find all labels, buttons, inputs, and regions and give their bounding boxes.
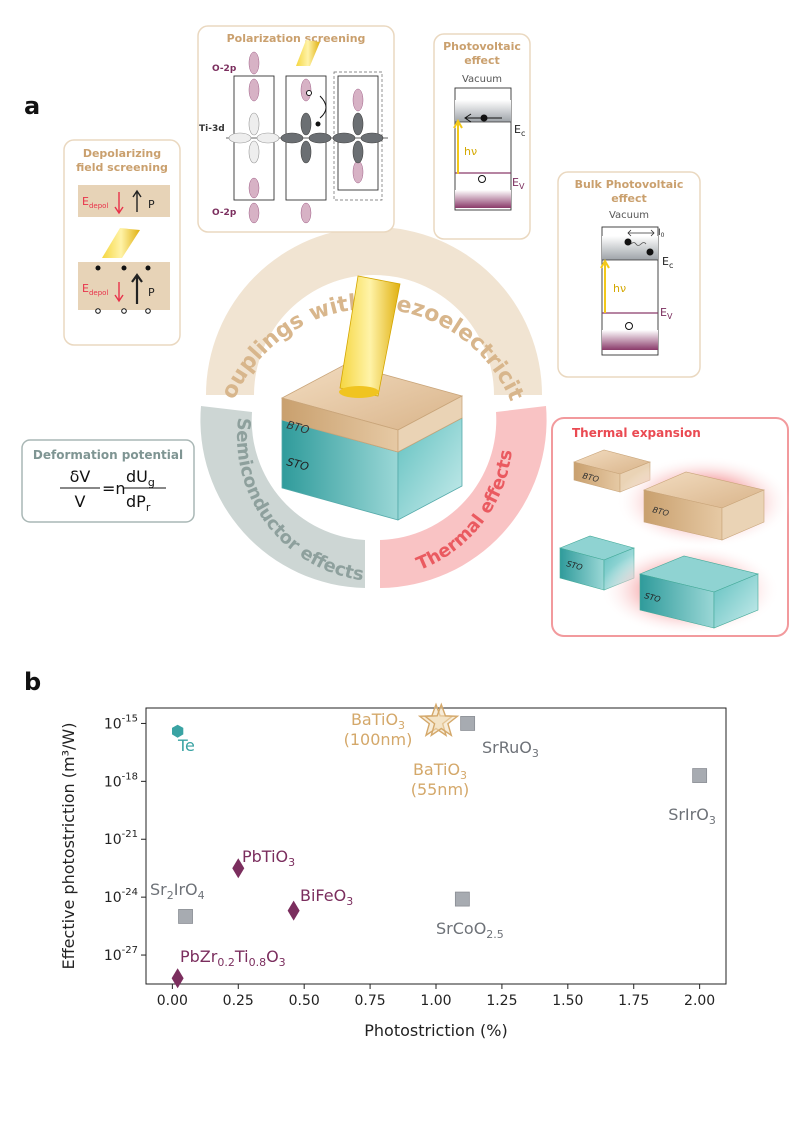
point-label: SrRuO3 — [482, 738, 539, 760]
polarization-box: Polarization screening O-2p O-2p Ti-3d — [197, 25, 395, 233]
photovoltaic-title-2: effect — [464, 54, 500, 67]
x-tick-label: 1.00 — [420, 993, 451, 1009]
deformation-title: Deformation potential — [33, 448, 183, 462]
marker-srruo3 — [460, 716, 476, 731]
y-tick-label: 10-21 — [104, 829, 138, 848]
svg-text:Edepol: Edepol — [82, 282, 108, 297]
point-label: BiFeO3 — [300, 886, 353, 908]
svg-text:Vacuum: Vacuum — [462, 74, 502, 85]
y-tick-label: 10-18 — [104, 771, 138, 790]
svg-text:I0: I0 — [658, 228, 665, 239]
bto-side — [397, 395, 463, 453]
svg-text:EV: EV — [512, 176, 525, 191]
point-label: Te — [177, 736, 195, 755]
x-tick-label: 1.50 — [552, 993, 583, 1009]
photostriction-chart: 0.00 0.25 0.50 0.75 1.00 1.25 1.50 1.75 2.00 10-… — [59, 702, 727, 1040]
marker-te — [172, 724, 184, 738]
x-tick-label: 0.25 — [223, 993, 254, 1009]
svg-text:STO: STO — [565, 559, 583, 572]
svg-text:BTO: BTO — [651, 505, 669, 518]
svg-text:O-2p: O-2p — [212, 64, 237, 74]
x-ticks: 0.00 0.25 0.50 0.75 1.00 1.25 1.50 1.75 2.00 — [157, 984, 715, 1009]
svg-text:hν: hν — [464, 145, 477, 158]
svg-text:Ti-3d: Ti-3d — [199, 124, 225, 134]
ring-segment-semiconductor — [200, 406, 365, 588]
svg-text:Ec: Ec — [662, 255, 673, 270]
x-tick-label: 0.00 — [157, 993, 188, 1009]
point-label-line2: (100nm) — [344, 730, 413, 749]
depol-light-beam — [102, 228, 140, 258]
ring-segment-thermal — [380, 406, 547, 588]
x-tick-label: 2.00 — [684, 993, 715, 1009]
svg-text:dUg: dUg — [126, 467, 155, 489]
marker-pbtio3 — [232, 858, 245, 879]
svg-text:=n: =n — [102, 479, 126, 498]
x-tick-label: 0.75 — [355, 993, 386, 1009]
point-label: BaTiO3 — [351, 710, 405, 732]
svg-text:STO: STO — [643, 591, 661, 604]
polarization-title: Polarization screening — [227, 32, 366, 45]
x-axis-label: Photostriction (%) — [364, 1021, 508, 1040]
thermal-expansion-title: Thermal expansion — [572, 426, 701, 440]
panel-a-letter: a — [24, 92, 41, 120]
svg-text:δV: δV — [70, 467, 91, 486]
y-tick-label: 10-24 — [104, 887, 138, 906]
x-tick-label: 1.75 — [618, 993, 649, 1009]
photovoltaic-title-1: Photovoltaic — [443, 40, 521, 53]
thermal-expansion-box: Thermal expansion BTO BTO STO STO — [551, 417, 792, 637]
bulk-pv-title-2: effect — [611, 192, 647, 205]
svg-text:V: V — [75, 492, 86, 511]
bto-label: BTO — [285, 418, 311, 437]
bulk-photovoltaic-box: Bulk Photovoltaic effect Vacuum I0 hν Ec… — [557, 171, 701, 378]
point-label: SrCoO2.5 — [436, 919, 504, 941]
svg-text:Ec: Ec — [514, 123, 525, 138]
point-label: BaTiO3 — [413, 760, 467, 782]
svg-text:P: P — [148, 198, 155, 211]
svg-text:Edepol: Edepol — [82, 195, 108, 210]
point-label: Sr2IrO4 — [150, 880, 205, 902]
depolarizing-box: Depolarizing field screening Edepol P Ed… — [63, 139, 181, 346]
svg-text:hν: hν — [613, 282, 626, 295]
marker-batio3-55nm- — [423, 702, 460, 737]
point-label: PbTiO3 — [242, 847, 295, 869]
sto-label: STO — [285, 455, 310, 473]
y-axis-label: Effective photostriction (m³/W) — [59, 723, 78, 970]
y-ticks: 10-15 10-18 10-21 10-24 10-27 — [104, 713, 146, 964]
y-tick-label: 10-15 — [104, 713, 138, 732]
bulk-pv-title-1: Bulk Photovoltaic — [575, 178, 684, 191]
ring-segment-piezo — [206, 227, 542, 395]
x-tick-label: 0.50 — [289, 993, 320, 1009]
svg-text:P: P — [148, 286, 155, 299]
svg-text:EV: EV — [660, 306, 673, 321]
marker-sr2iro4 — [178, 909, 193, 924]
light-beam-spot — [339, 386, 379, 398]
point-label: PbZr0.2Ti0.8O3 — [180, 947, 286, 969]
marker-sriro3 — [692, 768, 708, 783]
depolarizing-title-2: field screening — [76, 161, 168, 174]
x-tick-label: 1.25 — [486, 993, 517, 1009]
data-markers — [171, 702, 708, 989]
marker-srcoo2-5 — [454, 891, 470, 907]
marker-pbzr0-2ti0-8o3 — [171, 968, 184, 989]
deformation-box: Deformation potential δV V =n dUg dPr — [21, 439, 195, 523]
point-labels: TeBaTiO3(100nm)BaTiO3(55nm)SrRuO3SrIrO3P… — [150, 710, 716, 969]
point-label: SrIrO3 — [668, 805, 716, 827]
depolarizing-title-1: Depolarizing — [83, 147, 161, 160]
marker-bifeo3 — [287, 900, 300, 921]
chart-axes-frame — [145, 707, 727, 985]
panel-b-letter: b — [24, 668, 42, 696]
svg-text:Vacuum: Vacuum — [609, 210, 649, 221]
svg-text:BTO: BTO — [581, 471, 599, 484]
svg-text:dPr: dPr — [126, 492, 151, 514]
point-label-line2: (55nm) — [411, 780, 470, 799]
svg-text:O-2p: O-2p — [212, 208, 237, 218]
central-crystal: BTO STO — [280, 275, 464, 521]
y-tick-label: 10-27 — [104, 945, 138, 964]
photovoltaic-box: Photovoltaic effect Vacuum hν Ec EV — [433, 33, 531, 240]
